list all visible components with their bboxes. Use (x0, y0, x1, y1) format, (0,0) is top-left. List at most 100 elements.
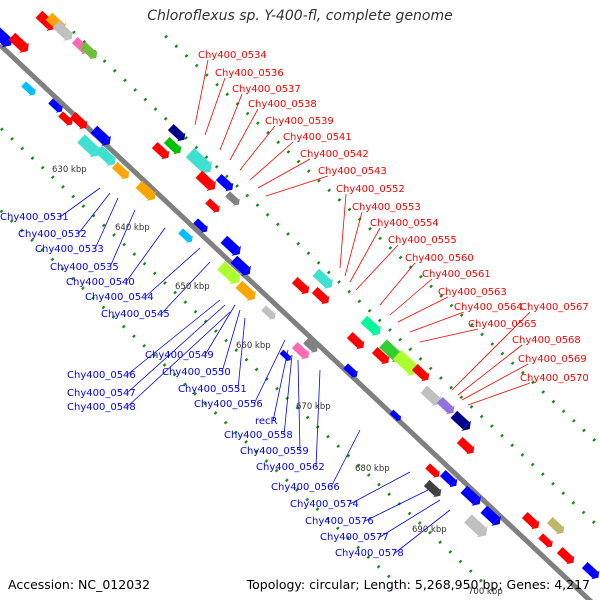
tick-mark (346, 453, 351, 458)
tick-mark (479, 578, 483, 583)
leader-line (144, 247, 201, 298)
leader-line (160, 261, 211, 315)
leader-line (397, 296, 449, 323)
tick-mark (112, 233, 116, 237)
tick-mark (510, 361, 515, 366)
tick-mark (245, 111, 250, 116)
tick-mark (408, 347, 413, 352)
tick-mark (264, 459, 269, 463)
tick-mark (40, 165, 45, 170)
gene-label: Chy400_0561 (422, 269, 491, 280)
gene-labels-layer: Chy400_0534Chy400_0536Chy400_0537Chy400_… (0, 50, 589, 559)
leader-line (219, 93, 243, 151)
scale-label: 630 kbp (52, 165, 87, 175)
tick-mark (193, 309, 198, 314)
tick-mark (305, 497, 310, 502)
gene-feature (163, 137, 182, 155)
leader-line (349, 227, 381, 283)
tick-mark (398, 255, 403, 260)
tick-mark (203, 401, 208, 406)
tick-mark (571, 418, 576, 423)
map-title: Chloroflexus sp. Y-400-fl, complete geno… (147, 8, 453, 24)
tick-mark (296, 159, 301, 164)
gene-label: Chy400_0554 (370, 218, 439, 229)
tick-mark (388, 246, 393, 250)
gene-feature (346, 332, 365, 350)
tick-mark (407, 511, 412, 516)
tick-mark (335, 526, 340, 531)
tick-mark (500, 433, 504, 438)
leader-line (237, 317, 246, 390)
gene-label: Chy400_0544 (85, 292, 154, 303)
gene-feature (195, 170, 216, 191)
scale-label: 670 kbp (296, 402, 331, 412)
tick-mark (121, 324, 126, 329)
tick-mark (469, 404, 474, 409)
gene-label: Chy400_0548 (67, 402, 136, 413)
gene-label: Chy400_0549 (145, 350, 214, 361)
leader-lines-layer (59, 59, 531, 554)
tick-mark (10, 137, 14, 141)
leader-line (379, 499, 441, 538)
scale-label: 690 kbp (412, 525, 447, 535)
tick-mark (500, 351, 505, 356)
tick-mark (234, 430, 238, 435)
tick-mark (254, 449, 259, 454)
gene-feature (185, 148, 213, 174)
tick-mark (551, 399, 556, 404)
gene-label: Chy400_0532 (18, 229, 87, 240)
gene-label: Chy400_0576 (305, 516, 374, 527)
tick-mark (132, 252, 137, 256)
leader-line (204, 304, 236, 356)
tick-mark (459, 395, 464, 400)
gene-label: Chy400_0558 (224, 430, 293, 441)
tick-mark (357, 299, 362, 304)
gene-label: Chy400_0538 (248, 99, 317, 110)
tick-mark (81, 286, 85, 291)
tick-mark (0, 127, 4, 132)
gene-label: Chy400_0563 (438, 287, 507, 298)
tick-mark (540, 472, 545, 476)
gene-feature (312, 268, 333, 289)
leader-line (297, 359, 301, 452)
gene-label: Chy400_0551 (178, 384, 247, 395)
tick-mark (376, 564, 381, 569)
tick-mark (153, 107, 158, 111)
leader-line (126, 304, 226, 394)
gene-feature (217, 261, 241, 285)
gene-feature (205, 198, 220, 213)
gene-feature (151, 142, 170, 160)
tick-mark (194, 63, 199, 68)
tick-mark (61, 185, 65, 189)
tick-mark (234, 348, 239, 353)
tick-mark (305, 415, 310, 420)
tick-mark (531, 380, 535, 385)
tick-mark (133, 88, 138, 92)
gene-feature (311, 287, 330, 305)
genome-summary-text: Topology: circular; Length: 5,268,950 bp… (246, 577, 590, 592)
leader-line (394, 509, 451, 554)
scale-label: 660 kbp (236, 341, 271, 351)
tick-mark (448, 549, 453, 554)
gene-feature (291, 277, 310, 295)
gene-label: Chy400_0542 (300, 149, 369, 160)
tick-mark (347, 289, 352, 294)
leader-line (257, 158, 311, 189)
tick-mark (50, 175, 55, 180)
tick-mark (337, 280, 341, 284)
gene-label: Chy400_0565 (468, 319, 537, 330)
gene-label: Chy400_0550 (162, 367, 231, 378)
tick-mark (276, 140, 281, 145)
tick-mark (184, 136, 188, 140)
tick-mark (174, 44, 179, 49)
tick-mark (244, 439, 248, 444)
tick-mark (224, 338, 228, 343)
tick-mark (295, 405, 300, 410)
gene-feature (111, 162, 130, 180)
tick-mark (275, 222, 280, 227)
tick-mark (592, 438, 597, 442)
tick-mark (205, 73, 209, 77)
tick-mark (122, 242, 127, 247)
gene-label: Chy400_0541 (283, 132, 352, 143)
